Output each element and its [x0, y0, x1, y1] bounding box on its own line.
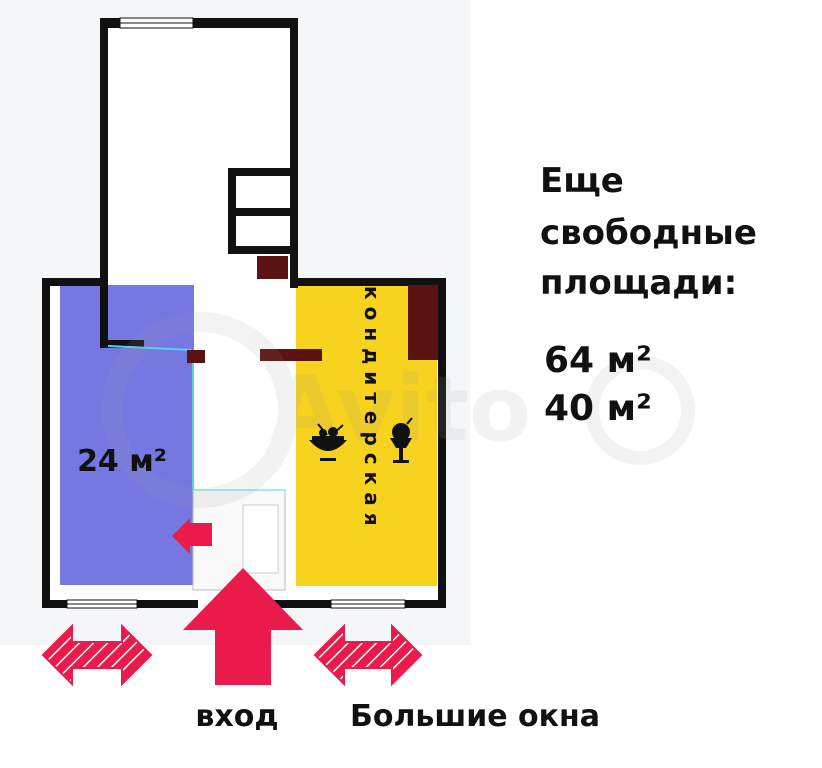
side-note-line-3: площади:: [540, 263, 737, 303]
niche-wall-bottom: [228, 246, 290, 254]
column-right: [408, 285, 438, 360]
partition-left-blue: [107, 345, 193, 351]
niche-wall-middle: [228, 208, 290, 216]
wall-right: [438, 278, 446, 608]
cake-bowl-icon: [309, 423, 347, 461]
column-center: [260, 349, 322, 361]
wall-left-top: [42, 278, 108, 286]
room-area-label: 24 м²: [77, 444, 167, 479]
free-area-40: 40 м²: [544, 388, 652, 429]
free-area-64: 64 м²: [544, 340, 652, 381]
entrance-label: вход: [195, 699, 278, 734]
wall-left: [42, 278, 50, 608]
confectionery-label: кондитерская: [360, 286, 384, 533]
niche-wall-top: [228, 168, 290, 176]
wall-inner-left: [108, 340, 144, 348]
windows-label: Большие окна: [350, 699, 600, 734]
ice-cream-icon: [390, 417, 413, 463]
watermark-circle-left: [102, 312, 298, 508]
wall-right-top: [290, 278, 446, 286]
wall-upper-right: [290, 18, 298, 288]
watermark-circle-right: [585, 355, 695, 465]
room-24-m2: [60, 285, 194, 585]
double-arrow-icon: [41, 623, 153, 687]
entrance-arrow-icon: [183, 568, 303, 685]
columns: [187, 256, 438, 363]
wall-top: [100, 18, 298, 28]
entrance-partition: [242, 504, 279, 574]
double-arrow-icon: [313, 623, 423, 687]
column-upper: [257, 256, 288, 279]
column-left: [187, 350, 205, 363]
side-note-line-2: свободные: [540, 213, 757, 253]
left-arrow-icon: [172, 518, 212, 554]
wall-upper-left: [100, 18, 108, 348]
side-note-line-1: Еще: [540, 161, 624, 201]
